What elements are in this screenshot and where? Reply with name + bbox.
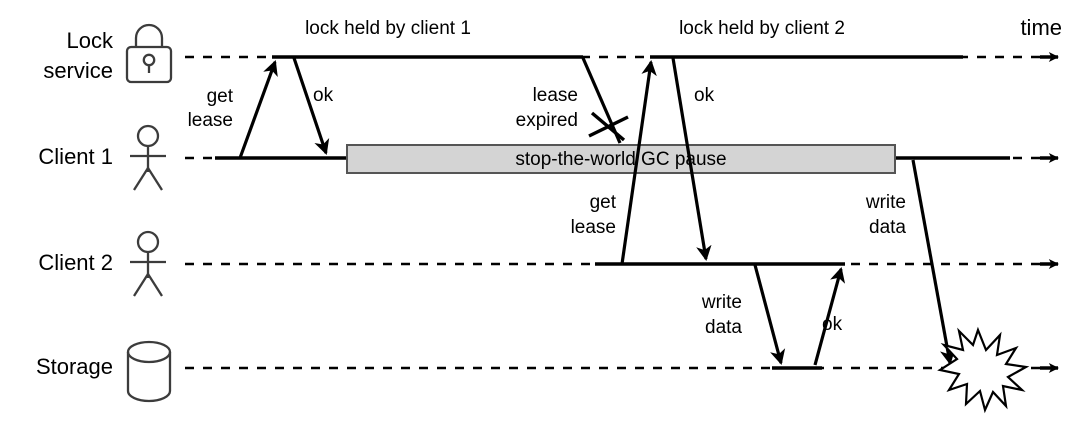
lane-label-client-2: Client 2 <box>38 250 113 275</box>
lane-label-storage: Storage <box>36 354 113 379</box>
arrow-ok-lock-to-c1 <box>292 57 330 155</box>
msg-label-write-data-c1-line2: data <box>869 217 906 238</box>
message-lease-expired: lease expired <box>516 57 629 144</box>
msg-label-get-lease-c2-line1: get <box>590 192 617 213</box>
msg-label-lease-expired-line2: expired <box>516 110 578 131</box>
lane-client-2: Client 2 <box>38 230 1059 297</box>
msg-label-ok-storage-to-c2: ok <box>822 314 843 335</box>
person-icon <box>130 124 166 191</box>
msg-label-lease-expired-line1: lease <box>533 85 578 106</box>
arrow-get-lease-c2 <box>620 59 657 265</box>
msg-label-ok-lock-to-c2: ok <box>694 85 715 106</box>
message-get-lease-client-1: get lease <box>188 60 278 159</box>
message-write-data-client-2: write data <box>701 264 786 366</box>
message-write-data-client-1: write data <box>865 159 956 366</box>
span-label-lock-held-client-1: lock held by client 1 <box>305 18 471 39</box>
lane-label-lock-service-line1: Lock <box>67 28 114 53</box>
msg-label-get-lease-c2-line2: lease <box>571 217 616 238</box>
person-icon <box>130 230 166 297</box>
lane-lock-service: Lock service <box>43 23 1059 84</box>
database-cylinder-icon <box>126 340 172 403</box>
message-ok-storage-to-client-2: ok <box>813 266 846 366</box>
gc-pause-rect <box>346 144 896 174</box>
lane-label-client-1: Client 1 <box>38 144 113 169</box>
message-get-lease-client-2: get lease <box>571 59 657 265</box>
arrow-write-data-c2 <box>753 264 786 366</box>
lane-label-lock-service-line2: service <box>43 58 113 83</box>
msg-label-write-data-c2-line2: data <box>705 317 742 338</box>
time-axis-label: time <box>1020 15 1062 40</box>
msg-label-ok-lock-to-c1: ok <box>313 85 334 106</box>
span-label-lock-held-client-2: lock held by client 2 <box>679 18 845 39</box>
gc-pause-box: stop-the-world GC pause <box>346 144 896 174</box>
lane-client-1: Client 1 <box>38 124 1059 191</box>
padlock-icon <box>125 23 173 84</box>
data-corruption-burst-icon <box>937 326 1030 414</box>
arrow-get-lease-c1 <box>238 60 278 159</box>
message-ok-lock-to-client-1: ok <box>292 57 334 155</box>
message-ok-lock-to-client-2: ok <box>671 57 715 262</box>
gc-pause-label: stop-the-world GC pause <box>515 149 726 170</box>
msg-label-write-data-c2-line1: write <box>701 292 742 313</box>
msg-label-get-lease-c1-line1: get <box>207 86 234 107</box>
arrow-write-data-c1 <box>911 159 956 366</box>
msg-label-get-lease-c1-line2: lease <box>188 110 233 131</box>
arrow-ok-storage-to-c2 <box>813 266 846 366</box>
arrow-ok-lock-to-c2 <box>671 57 712 262</box>
lease-expired-cross-icon <box>588 111 629 142</box>
arrow-lease-expired <box>581 57 622 144</box>
msg-label-write-data-c1-line1: write <box>865 192 906 213</box>
lane-storage: Storage <box>36 340 1059 403</box>
